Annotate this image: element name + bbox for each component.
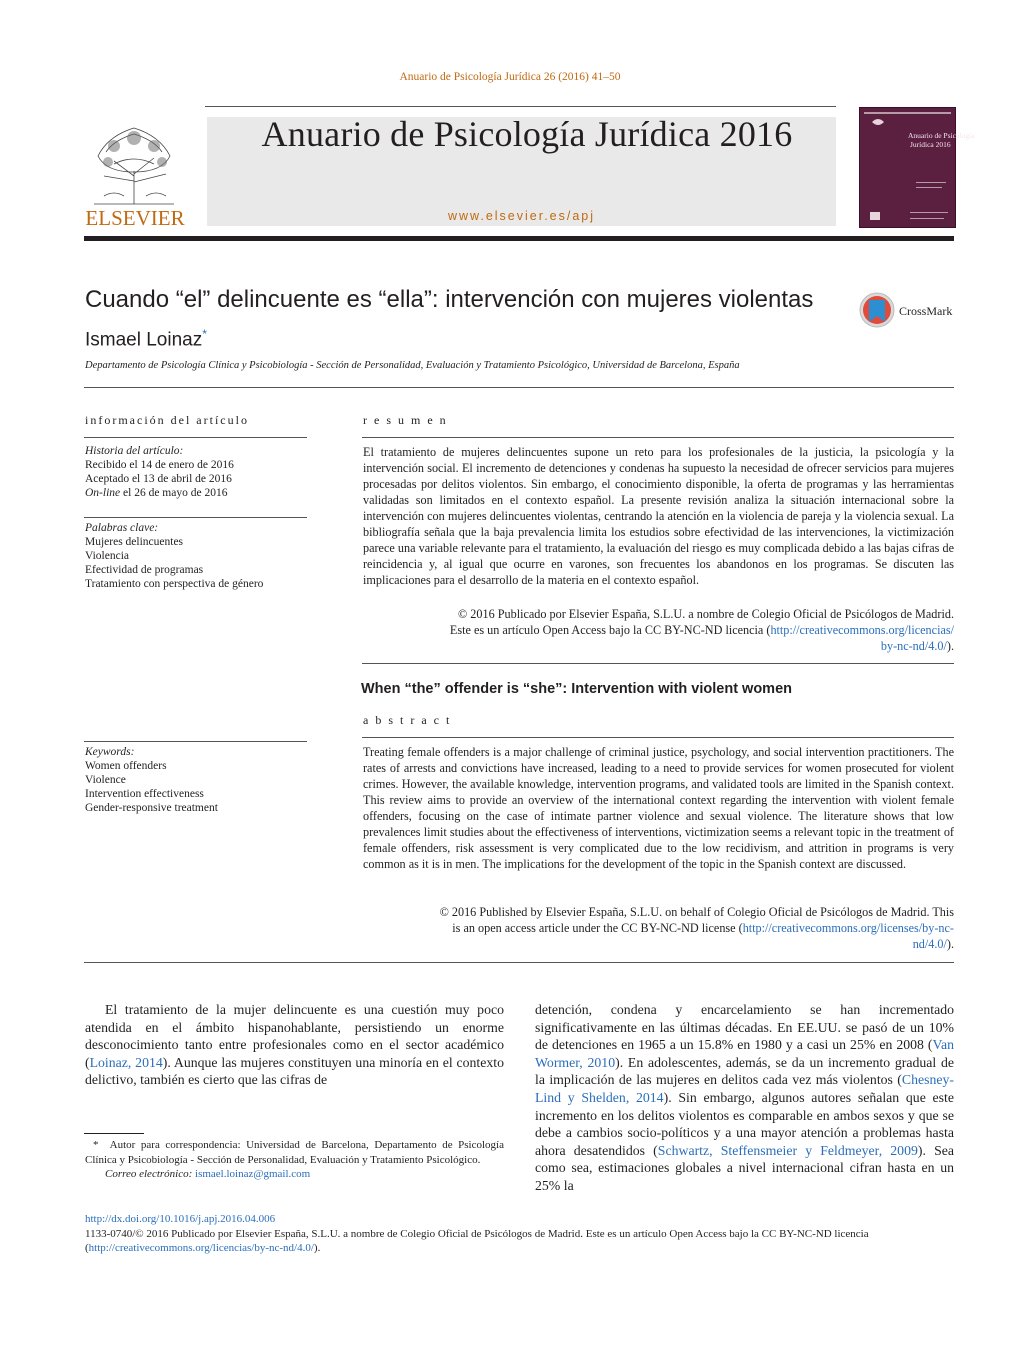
cover-art: Anuario de Psicología Jurídica 2016 <box>860 108 975 227</box>
body-column-1: El tratamiento de la mujer delincuente e… <box>85 1001 504 1089</box>
header-thick-rule <box>84 236 954 241</box>
resumen-rule <box>362 437 954 438</box>
keyword-es: Violencia <box>85 550 130 562</box>
journal-title: Anuario de Psicología Jurídica 2016 <box>261 114 793 154</box>
journal-url[interactable]: www.elsevier.es/apj <box>447 209 596 223</box>
journal-cover-thumbnail[interactable]: Anuario de Psicología Jurídica 2016 <box>859 107 975 228</box>
abstract-heading: a b s t r a c t <box>363 713 452 727</box>
article-title: Cuando “el” delincuente es “ella”: inter… <box>85 286 814 313</box>
keyword-en: Intervention effectiveness <box>85 788 204 800</box>
keyword-en: Violence <box>85 774 126 786</box>
article-history: Historia del artículo: Recibido el 14 de… <box>85 444 307 500</box>
keyword-en: Gender-responsive treatment <box>85 802 218 814</box>
abstract-bottom-rule <box>84 962 954 963</box>
doi-link[interactable]: http://dx.doi.org/10.1016/j.apj.2016.04.… <box>85 1213 276 1225</box>
english-title: When “the” offender is “she”: Interventi… <box>361 681 792 697</box>
resumen-copyright: © 2016 Publicado por Elsevier España, S.… <box>363 606 954 654</box>
keyword-en: Women offenders <box>85 760 167 772</box>
abstract-text: Treating female offenders is a major cha… <box>363 745 954 871</box>
header-top-rule <box>205 106 836 107</box>
english-section-rule <box>362 663 954 664</box>
email-label: Correo electrónico: <box>105 1168 193 1180</box>
abstract-copyright-1: © 2016 Published by Elsevier España, S.L… <box>439 905 954 919</box>
body-text: detención, condena y encarcelamiento se … <box>535 1002 954 1053</box>
elsevier-wordmark: ELSEVIER <box>85 206 184 230</box>
bottom-license: (http://creativecommons.org/licencias/by… <box>85 1241 954 1256</box>
journal-header-band <box>207 117 836 226</box>
keyword-es: Tratamiento con perspectiva de género <box>85 578 264 590</box>
email-link[interactable]: ismael.loinaz@gmail.com <box>195 1168 311 1180</box>
author-name: Ismael Loinaz* <box>85 327 207 351</box>
abstract-copyright: © 2016 Published by Elsevier España, S.L… <box>363 904 954 952</box>
accepted-date: Aceptado el 13 de abril de 2016 <box>85 473 232 485</box>
abstract-rule <box>362 737 954 738</box>
author-footnote-mark[interactable]: * <box>202 327 207 341</box>
resumen-heading: r e s u m e n <box>363 413 448 427</box>
history-label: Historia del artículo: <box>85 445 184 457</box>
paren-close: ). <box>313 1242 321 1254</box>
license-close: ). <box>946 639 954 653</box>
abstract-copyright-2: is an open access article under the CC B… <box>363 920 954 936</box>
crossmark-badge[interactable]: CrossMark <box>859 291 959 331</box>
resumen-copyright-1: © 2016 Publicado por Elsevier España, S.… <box>458 607 954 621</box>
abstract-copyright-3: nd/4.0/). <box>363 936 954 952</box>
info-rule-2 <box>84 517 307 518</box>
keywords-en-label: Keywords: <box>85 746 135 758</box>
resumen-copyright-2: Este es un artículo Open Access bajo la … <box>363 622 954 638</box>
elsevier-tree-icon: ELSEVIER <box>84 116 186 230</box>
license-link-en[interactable]: http://creativecommons.org/licenses/by-n… <box>742 921 954 935</box>
body-text: ). Sin embargo, algunos autores señalan … <box>535 1089 954 1158</box>
footnote-text: Autor para correspondencia: Universidad … <box>85 1139 504 1166</box>
license-link[interactable]: http://creativecommons.org/licencias/ <box>770 623 954 637</box>
resumen-copyright-3: by-nc-nd/4.0/). <box>363 638 954 654</box>
svg-text:Jurídica 2016: Jurídica 2016 <box>910 140 951 149</box>
body-text: ). En adolescentes, además, se da un inc… <box>535 1054 954 1088</box>
footnote-rule <box>84 1133 144 1134</box>
keywords-es: Palabras clave: Mujeres delincuentes Vio… <box>85 521 307 591</box>
license-link-en-cont[interactable]: nd/4.0/ <box>912 937 947 951</box>
journal-citation[interactable]: Anuario de Psicología Jurídica 26 (2016)… <box>399 71 621 83</box>
keyword-es: Efectividad de programas <box>85 564 204 576</box>
body-column-2: detención, condena y encarcelamiento se … <box>535 1001 954 1195</box>
crossmark-icon: CrossMark <box>859 292 952 328</box>
bottom-license-link[interactable]: http://creativecommons.org/licencias/by-… <box>88 1242 314 1254</box>
info-rule-1 <box>84 437 307 438</box>
keyword-es: Mujeres delincuentes <box>85 536 184 548</box>
body-text: El tratamiento de la mujer delincuente e… <box>85 1002 504 1070</box>
crossmark-label: CrossMark <box>899 304 952 318</box>
received-date: Recibido el 14 de enero de 2016 <box>85 459 234 471</box>
svg-text:Anuario de Psicología: Anuario de Psicología <box>908 131 975 140</box>
license-link-cont[interactable]: by-nc-nd/4.0/ <box>880 639 947 653</box>
citation-link[interactable]: Loinaz, 2014 <box>89 1054 163 1070</box>
info-rule-3 <box>84 741 307 742</box>
body-text: ). Aunque las mujeres constituyen una mi… <box>85 1054 504 1088</box>
keywords-en: Keywords: Women offenders Violence Inter… <box>85 745 307 815</box>
article-info-heading: información del artículo <box>85 413 249 427</box>
license-text: Este es un artículo Open Access bajo la … <box>449 623 771 637</box>
page-bottom-info: http://dx.doi.org/10.1016/j.apj.2016.04.… <box>85 1212 954 1256</box>
body-text: ). Sea como sea, estimaciones globales a… <box>535 1142 954 1193</box>
online-date: On-line el 26 de mayo de 2016 <box>85 486 307 500</box>
title-block-rule <box>84 387 954 388</box>
author-text: Ismael Loinaz <box>85 329 203 351</box>
elsevier-logo: ELSEVIER <box>84 116 186 230</box>
citation-link[interactable]: Van Wormer, 2010 <box>535 1037 954 1070</box>
paren-open: ( <box>85 1242 89 1254</box>
citation-link[interactable]: Chesney-Lind y Shelden, 2014 <box>535 1072 954 1105</box>
author-affiliation: Departamento de Psicología Clínica y Psi… <box>85 360 740 371</box>
online-prefix: On-line <box>85 487 121 499</box>
resumen-text: El tratamiento de mujeres delincuentes s… <box>363 445 954 587</box>
corresponding-author-footnote: * Autor para correspondencia: Universida… <box>85 1138 504 1182</box>
footnote-mark: * <box>93 1139 99 1151</box>
issn-copyright: 1133-0740/© 2016 Publicado por Elsevier … <box>85 1227 869 1240</box>
license-close-en: ). <box>946 937 954 951</box>
citation-link[interactable]: Schwartz, Steffensmeier y Feldmeyer, 200… <box>657 1142 918 1158</box>
license-text-en: is an open access article under the CC B… <box>452 921 743 935</box>
keywords-es-label: Palabras clave: <box>85 522 159 534</box>
online-rest: el 26 de mayo de 2016 <box>120 487 228 499</box>
